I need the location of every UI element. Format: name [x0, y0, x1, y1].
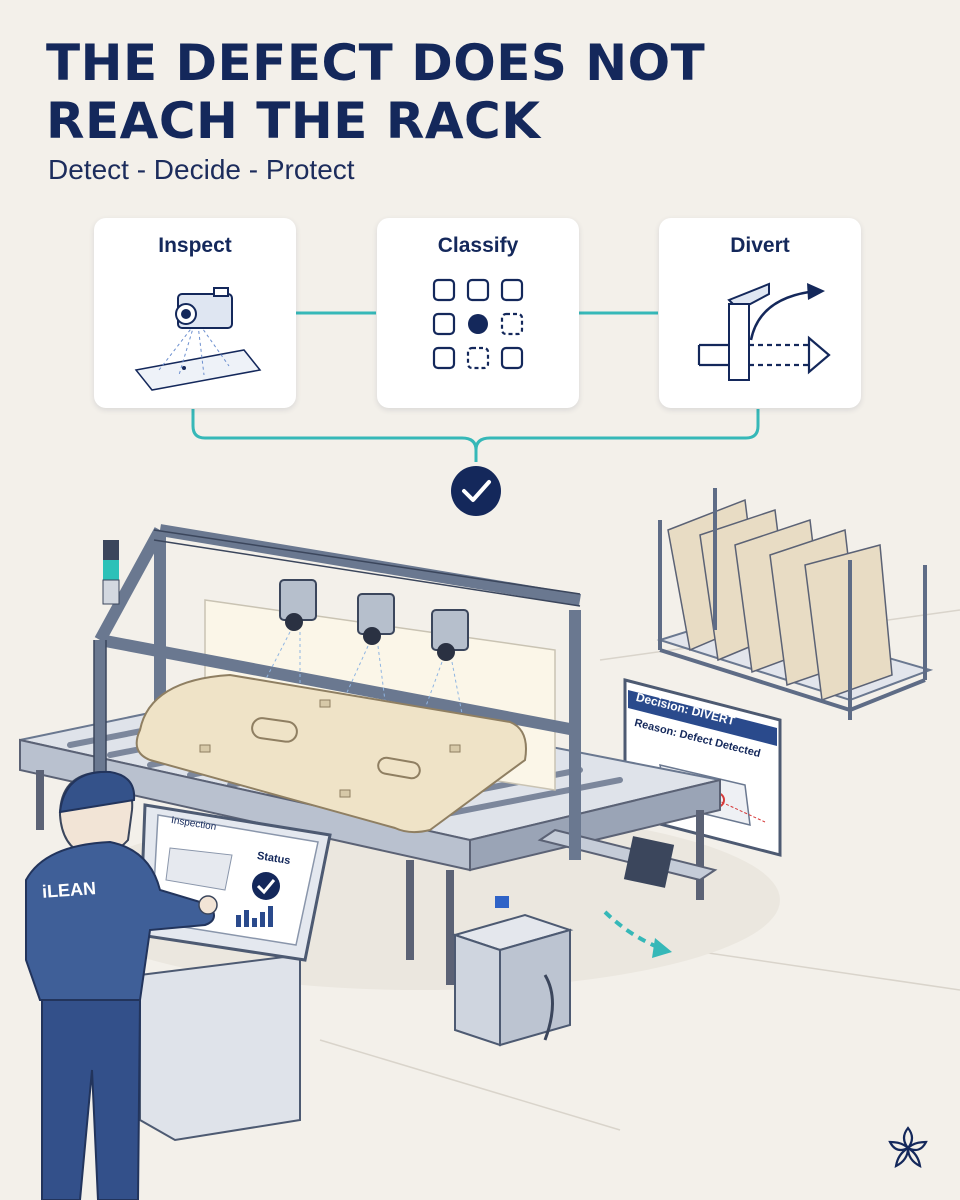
step-card-classify: Classify: [377, 218, 579, 408]
step-card-divert: Divert: [659, 218, 861, 408]
subtitle: Detect - Decide - Protect: [48, 154, 355, 185]
storage-rack: [656, 488, 934, 720]
step-card-inspect: Inspect: [94, 218, 296, 408]
divert-arrows-icon: [697, 282, 831, 381]
step-label-classify: Classify: [437, 234, 519, 257]
operator-figure: [25, 770, 218, 1200]
step-label-divert: Divert: [730, 234, 790, 257]
brand-logo-icon: [888, 1126, 928, 1168]
operator-badge: iLEAN: [41, 878, 97, 902]
step-label-inspect: Inspect: [158, 234, 232, 257]
check-circle-icon: [451, 466, 501, 516]
title-line-2: REACH THE RACK: [46, 92, 541, 150]
control-cabinet: [451, 896, 574, 1047]
page-title: THE DEFECT DOES NOT REACH THE RACK: [46, 34, 705, 150]
grid-icon: [432, 278, 524, 370]
camera-icon: [134, 287, 262, 391]
title-line-1: THE DEFECT DOES NOT: [46, 34, 706, 92]
seat-panel-part: [135, 673, 527, 834]
